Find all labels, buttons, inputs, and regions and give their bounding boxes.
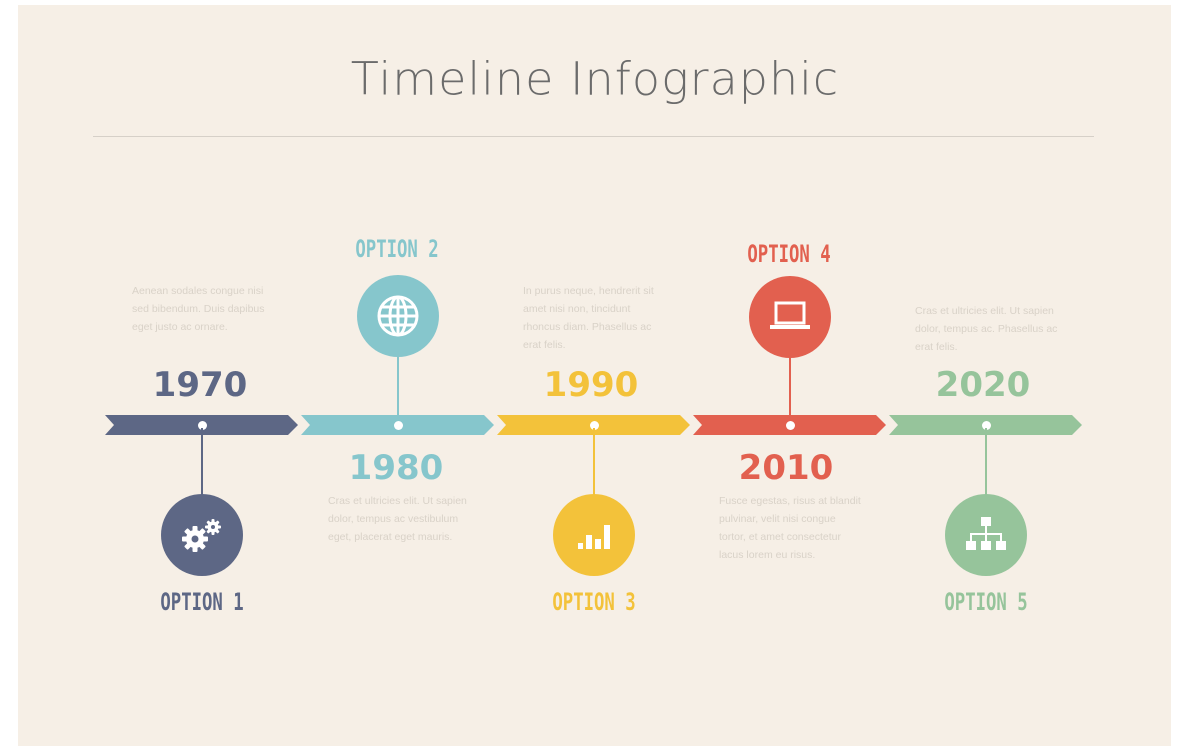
milestone-4-year: 2010 xyxy=(738,448,834,488)
milestone-1-option: OPTION 1 xyxy=(160,588,244,616)
milestone-3-text: In purus neque, hendrerit sit amet nisi … xyxy=(523,285,654,351)
bar-chart-icon xyxy=(578,525,610,549)
milestone-5-circle xyxy=(945,494,1027,576)
milestone-3-option: OPTION 3 xyxy=(552,588,636,616)
milestone-2-text: Cras et ultricies elit. Ut sapien dolor,… xyxy=(328,495,467,543)
globe-icon xyxy=(377,295,419,337)
milestone-5-year: 2020 xyxy=(935,365,1031,405)
milestone-2-circle xyxy=(357,275,439,357)
gears-icon xyxy=(182,519,221,552)
hierarchy-icon xyxy=(966,517,1006,550)
milestone-1-year: 1970 xyxy=(152,365,248,405)
infographic-title: Timeline Infographic xyxy=(350,52,840,106)
milestone-3-circle xyxy=(553,494,635,576)
milestone-4-node xyxy=(786,421,795,430)
milestone-4-circle xyxy=(749,276,831,358)
milestone-4-text: Fusce egestas, risus at blandit pulvinar… xyxy=(719,495,861,561)
milestone-2-node xyxy=(394,421,403,430)
milestone-3-node xyxy=(590,421,599,430)
milestone-5-option: OPTION 5 xyxy=(944,588,1028,616)
milestone-3-stem xyxy=(593,428,595,496)
milestone-3-year: 1990 xyxy=(543,365,639,405)
milestone-1-stem xyxy=(201,428,203,496)
milestone-4-stem xyxy=(789,357,791,422)
milestone-2-option: OPTION 2 xyxy=(355,235,439,263)
milestone-1-node xyxy=(198,421,207,430)
infographic-card xyxy=(18,5,1171,746)
milestone-4-option: OPTION 4 xyxy=(747,240,831,268)
milestone-5-stem xyxy=(985,428,987,496)
milestone-1-circle xyxy=(161,494,243,576)
title-divider xyxy=(93,136,1094,137)
milestone-2-stem xyxy=(397,356,399,422)
milestone-2-year: 1980 xyxy=(348,448,444,488)
milestone-1-text: Aenean sodales congue nisi sed bibendum.… xyxy=(132,285,265,333)
milestone-5-node xyxy=(982,421,991,430)
laptop-icon xyxy=(770,301,810,329)
milestone-5-text: Cras et ultricies elit. Ut sapien dolor,… xyxy=(915,305,1058,353)
